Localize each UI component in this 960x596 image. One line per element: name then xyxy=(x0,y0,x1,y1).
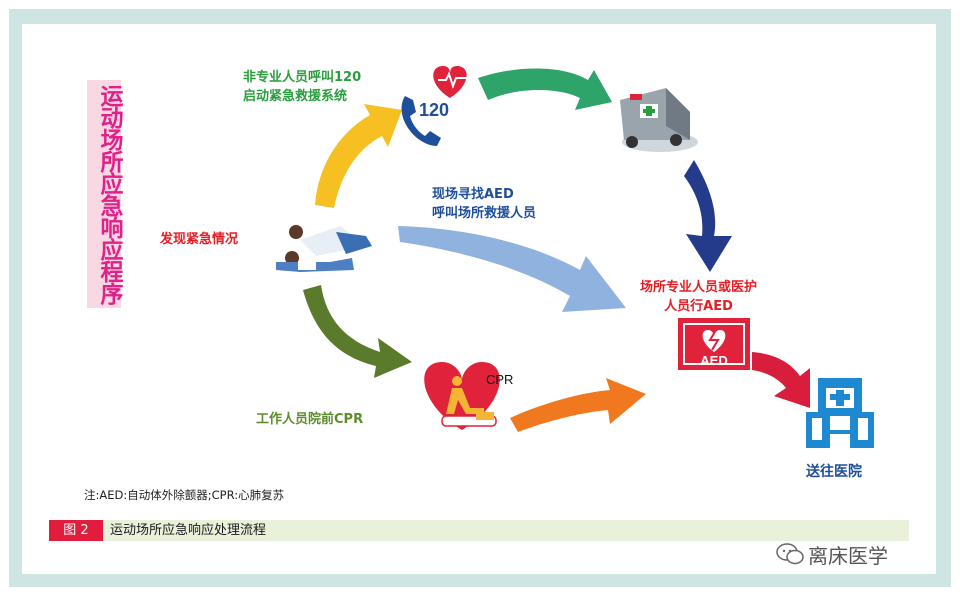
cpr-icon-label: CPR xyxy=(486,372,514,387)
figure-number: 图 2 xyxy=(49,520,103,541)
aed-icon-label: AED xyxy=(700,353,728,368)
step-call-120: 非专业人员呼叫120 启动紧急救援系统 xyxy=(243,68,361,106)
cpr-heart-icon xyxy=(424,362,500,430)
step-find-aed-line-2: 呼叫场所救援人员 xyxy=(432,206,537,221)
arrow-to-hospital xyxy=(752,352,810,408)
rescuer-victim-icon xyxy=(276,225,372,272)
step-call-120-line-2: 启动紧急救援系统 xyxy=(243,89,348,104)
footnote: 注:AED:自动体外除颤器;CPR:心肺复苏 xyxy=(84,488,285,502)
caption-bar xyxy=(49,520,909,541)
phone-number: 120 xyxy=(419,100,450,120)
step-professional-aed-line-2: 人员行AED xyxy=(664,299,733,314)
watermark: 离床医学 xyxy=(808,544,888,568)
arrow-to-professional-aed xyxy=(684,160,732,272)
step-discover: 发现紧急情况 xyxy=(160,232,239,247)
step-professional-aed: 场所专业人员或医护 人员行AED xyxy=(640,278,757,316)
wechat-icon xyxy=(776,543,804,565)
heart-pulse-icon xyxy=(433,66,467,98)
step-staff-cpr: 工作人员院前CPR xyxy=(256,412,364,427)
arrow-to-staff-cpr xyxy=(303,285,412,378)
arrow-to-call-120 xyxy=(315,104,402,208)
step-professional-aed-line-1: 场所专业人员或医护 xyxy=(640,280,758,295)
ambulance-icon xyxy=(620,88,698,152)
arrow-cpr-to-aed xyxy=(510,378,646,432)
step-find-aed: 现场寻找AED 呼叫场所救援人员 xyxy=(432,185,536,223)
aed-icon xyxy=(678,318,750,370)
arrow-to-ambulance xyxy=(478,68,612,110)
figure-caption: 运动场所应急响应处理流程 xyxy=(110,523,267,538)
hospital-icon xyxy=(806,378,874,448)
step-find-aed-line-1: 现场寻找AED xyxy=(432,187,514,202)
step-hospital: 送往医院 xyxy=(806,464,862,480)
vertical-title: 运动场所应急响应程序 xyxy=(87,80,122,308)
step-call-120-line-1: 非专业人员呼叫120 xyxy=(243,70,362,85)
content-panel xyxy=(22,24,936,574)
phone-icon xyxy=(401,96,441,146)
arrow-find-aed xyxy=(398,226,626,312)
